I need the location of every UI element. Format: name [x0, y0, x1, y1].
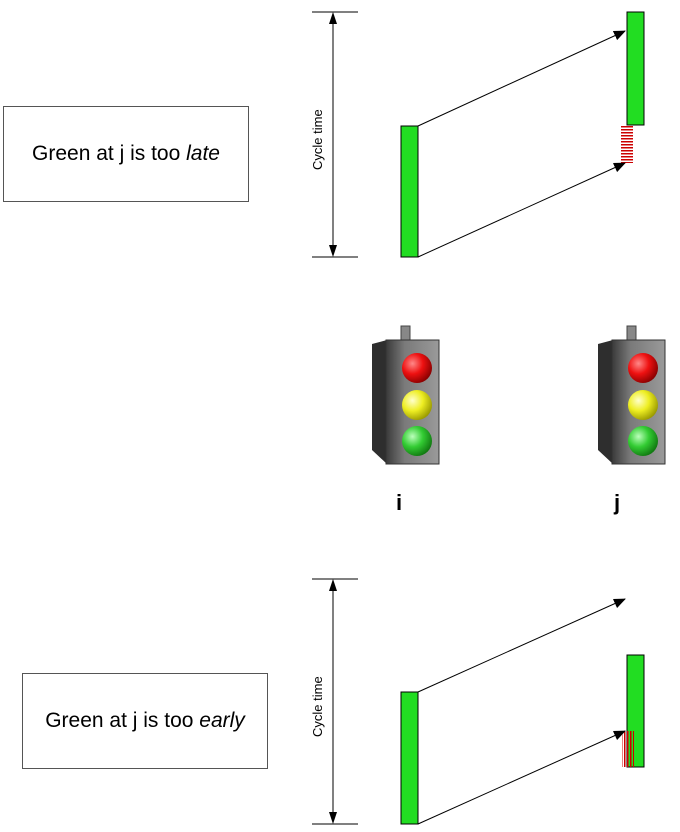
- late-cycle-arrow-up: [329, 12, 337, 24]
- signal-j-yellow-lamp: [628, 390, 658, 420]
- early-caption-box: Green at j is too early: [22, 673, 268, 769]
- early-cycle-label: Cycle time: [310, 676, 325, 737]
- early-caption-prefix: Green at j is too: [45, 709, 200, 732]
- signal-j-label: j: [614, 490, 621, 515]
- signal-i-red-lamp: [402, 353, 432, 383]
- early-platoon-rear-arrow: [417, 730, 626, 825]
- signal-i-side: [372, 340, 387, 464]
- early-panel: Cycle time: [310, 578, 645, 825]
- signal-j-green-lamp: [628, 426, 658, 456]
- late-caption-emphasis: late: [186, 142, 220, 165]
- early-platoon-front-arrow: [417, 598, 626, 693]
- late-cycle-arrow-down: [329, 245, 337, 257]
- late-green-phase-i: [400, 125, 419, 258]
- traffic-signal-i: [372, 325, 440, 465]
- late-mismatch-hatch: [621, 125, 633, 163]
- signal-i-green-lamp: [402, 426, 432, 456]
- signal-i-yellow-lamp: [402, 390, 432, 420]
- late-green-phase-j: [626, 11, 645, 126]
- late-platoon-front-arrow: [417, 30, 626, 127]
- late-panel: Cycle time: [310, 11, 645, 258]
- late-platoon-rear-arrow: [417, 162, 626, 258]
- late-caption-prefix: Green at j is too: [32, 142, 187, 165]
- late-cycle-label: Cycle time: [310, 109, 325, 170]
- early-caption-emphasis: early: [199, 709, 245, 732]
- signal-j-side: [598, 340, 613, 464]
- early-cycle-arrow-up: [329, 579, 337, 591]
- early-green-phase-i: [400, 691, 419, 825]
- signal-j-red-lamp: [628, 353, 658, 383]
- signal-i-label: i: [396, 490, 403, 515]
- traffic-signal-j: [598, 325, 666, 465]
- early-mismatch-hatch: [622, 731, 634, 767]
- early-cycle-arrow-down: [329, 812, 337, 824]
- late-caption-box: Green at j is too late: [3, 106, 249, 202]
